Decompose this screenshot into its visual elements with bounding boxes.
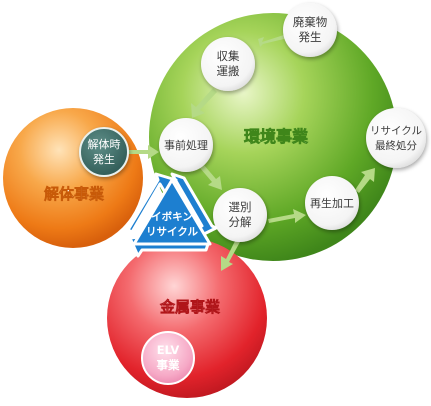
- node-label: 分解: [229, 215, 252, 229]
- node-label: リサイクル: [370, 125, 422, 137]
- flow-arrows: [127, 33, 375, 271]
- node-label: 事前処理: [164, 138, 208, 152]
- node-label: 運搬: [217, 64, 240, 78]
- node-kaitaiji-hassei: 解体時 発生: [79, 127, 129, 177]
- node-label: 発生: [93, 152, 115, 166]
- arrow-icon: [191, 88, 217, 118]
- node-label: 最終処分: [375, 139, 417, 152]
- arrow-icon: [127, 145, 159, 159]
- node-senbetsu-bunkai: 選別 分解: [213, 188, 267, 242]
- arrow-icon: [258, 33, 292, 47]
- node-haikibutsu-hassei: 廃棄物 発生: [283, 3, 337, 57]
- sphere-title-kankyo: 環境事業: [244, 127, 309, 146]
- node-label: 廃棄物: [293, 15, 328, 29]
- recycle-badge-line1: イボキン: [151, 210, 193, 223]
- orange-sphere: [3, 108, 143, 248]
- recycle-badge: イボキン リサイクル: [126, 172, 218, 258]
- recycle-badge-line2: リサイクル: [146, 226, 198, 238]
- node-elv: ELV 事業: [141, 331, 195, 385]
- node-jizen-shori: 事前処理: [159, 118, 213, 172]
- arrow-icon: [268, 209, 306, 223]
- node-shushu-unpan: 収集 運搬: [201, 37, 255, 91]
- node-label: 再生加工: [310, 196, 354, 210]
- arrow-icon: [221, 239, 240, 271]
- node-label: 発生: [299, 30, 322, 44]
- node-label: 選別: [229, 200, 252, 214]
- sphere-title-kaitai: 解体事業: [44, 185, 105, 203]
- node-label: ELV: [157, 343, 180, 357]
- node-label: 収集: [217, 49, 240, 63]
- recycle-arrows-icon: [126, 172, 218, 258]
- node-label: 事業: [157, 358, 180, 372]
- sphere-title-kinzoku: 金属事業: [159, 298, 221, 316]
- node-label: 解体時: [88, 137, 121, 151]
- node-recycle-saishu: リサイクル 最終処分: [366, 108, 426, 168]
- arrow-icon: [200, 165, 222, 190]
- node-saisei-kako: 再生加工: [305, 176, 359, 230]
- arrow-icon: [355, 168, 375, 193]
